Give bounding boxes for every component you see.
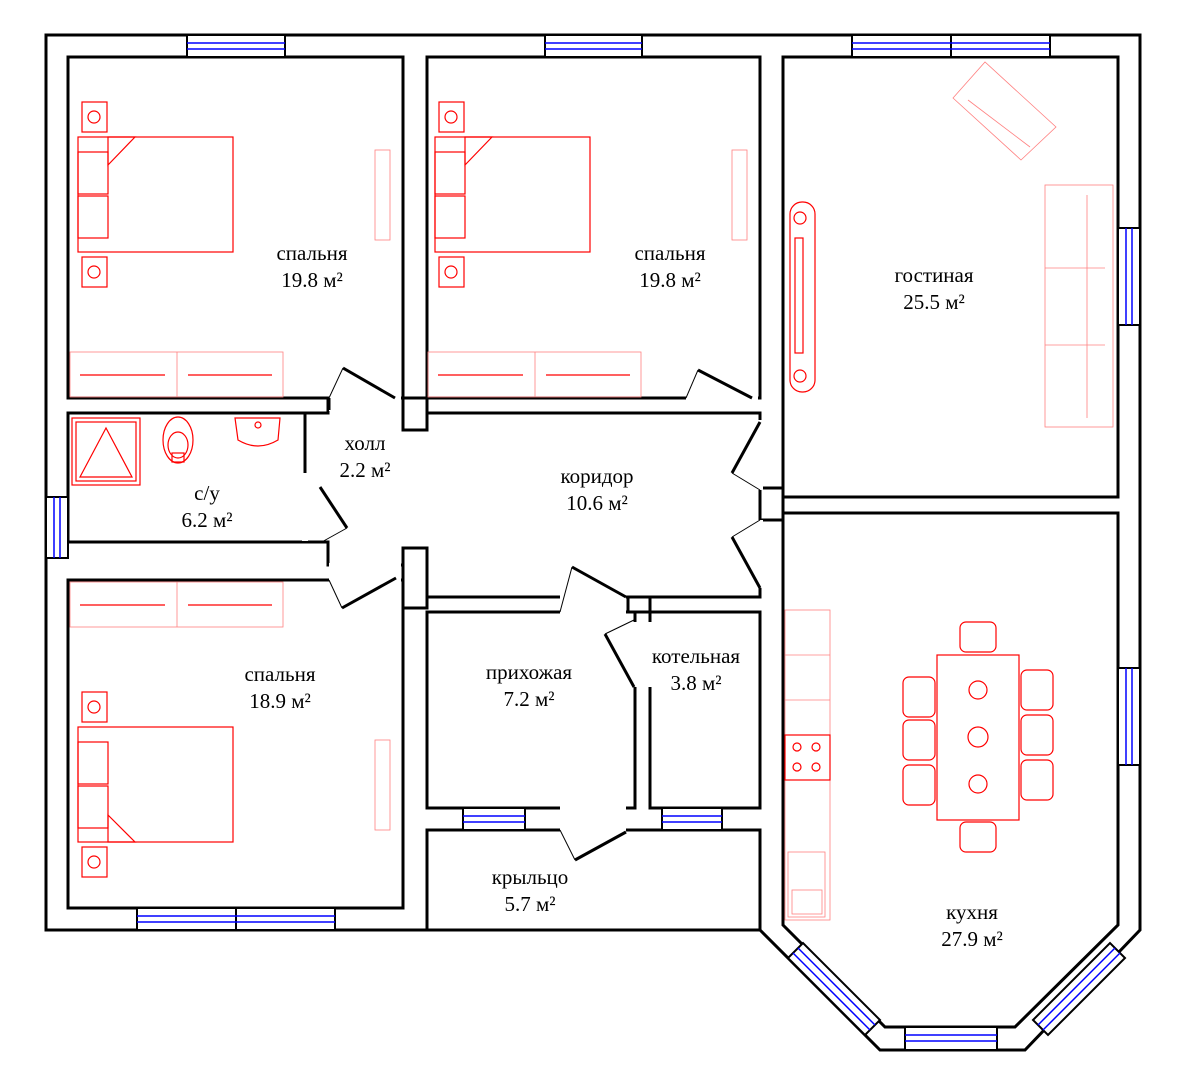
window bbox=[786, 941, 882, 1037]
window bbox=[904, 1026, 998, 1051]
room-name: прихожая bbox=[486, 660, 572, 684]
wardrobe bbox=[427, 351, 642, 398]
window bbox=[186, 34, 286, 58]
room-area: 5.7 м² bbox=[504, 892, 555, 916]
windows bbox=[45, 34, 1141, 1051]
window bbox=[136, 907, 336, 931]
toilet bbox=[162, 416, 194, 464]
fireplace bbox=[789, 201, 816, 393]
bed bbox=[434, 101, 591, 288]
room-area: 19.8 м² bbox=[639, 268, 701, 292]
window bbox=[1117, 227, 1141, 326]
tv-stand bbox=[731, 149, 748, 241]
sofa bbox=[1044, 184, 1114, 428]
doors bbox=[302, 366, 763, 862]
column bbox=[401, 546, 429, 610]
room-boiler bbox=[648, 610, 762, 810]
room-name: коридор bbox=[560, 464, 633, 488]
window bbox=[462, 807, 526, 831]
room-name: кухня bbox=[946, 900, 998, 924]
room-entry bbox=[425, 610, 637, 810]
window bbox=[661, 807, 723, 831]
room-name: с/у bbox=[194, 481, 220, 505]
window bbox=[851, 34, 1051, 58]
room-name: спальня bbox=[244, 662, 315, 686]
room-name: спальня bbox=[276, 241, 347, 265]
wardrobe bbox=[69, 581, 284, 628]
column bbox=[401, 396, 429, 432]
window bbox=[544, 34, 643, 58]
room-name: холл bbox=[345, 431, 386, 455]
bed bbox=[77, 691, 234, 878]
room-area: 27.9 м² bbox=[941, 927, 1003, 951]
column bbox=[626, 595, 652, 614]
room-name: спальня bbox=[634, 241, 705, 265]
room-name: крыльцо bbox=[492, 865, 569, 889]
room-bedroom3 bbox=[66, 578, 405, 910]
window bbox=[45, 496, 69, 559]
window bbox=[1117, 667, 1141, 766]
shower bbox=[71, 417, 141, 486]
stove bbox=[784, 734, 831, 781]
wardrobe bbox=[69, 351, 284, 398]
room-bedroom1 bbox=[66, 55, 405, 400]
room-area: 10.6 м² bbox=[566, 491, 628, 515]
bed bbox=[77, 101, 234, 288]
room-area: 18.9 м² bbox=[249, 689, 311, 713]
armchair-sofa bbox=[952, 61, 1057, 161]
column bbox=[758, 486, 785, 522]
room-name: котельная bbox=[652, 644, 740, 668]
room-area: 7.2 м² bbox=[503, 687, 554, 711]
room-area: 19.8 м² bbox=[281, 268, 343, 292]
room-area: 3.8 м² bbox=[670, 671, 721, 695]
dining-table bbox=[902, 621, 1054, 853]
room-bedroom2 bbox=[425, 55, 762, 400]
tv-stand bbox=[374, 739, 391, 831]
room-name: гостиная bbox=[894, 263, 973, 287]
room-living bbox=[781, 55, 1120, 499]
room-kitchen bbox=[781, 511, 1120, 1029]
kitchen-sink bbox=[787, 851, 826, 918]
room-labels: спальня 19.8 м² спальня 19.8 м² гостиная… bbox=[181, 241, 1002, 951]
room-area: 6.2 м² bbox=[181, 508, 232, 532]
sink bbox=[234, 417, 281, 447]
room-area: 2.2 м² bbox=[339, 458, 390, 482]
tv-stand bbox=[374, 149, 391, 241]
room-area: 25.5 м² bbox=[903, 290, 965, 314]
window bbox=[1031, 941, 1127, 1037]
room-porch bbox=[425, 828, 762, 932]
